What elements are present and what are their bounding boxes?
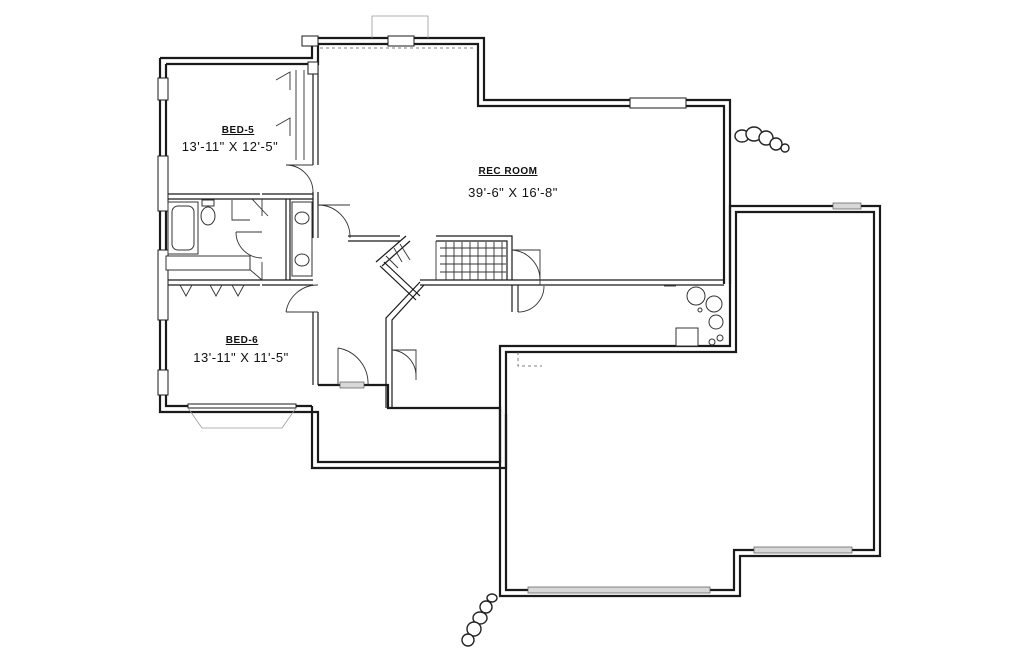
room-label-bed-5: BED-5 (221, 125, 255, 136)
bathroom-fixtures (165, 199, 313, 277)
windows (157, 35, 687, 409)
room-dimensions-bed-6: 13'-11" X 11'-5" (193, 350, 289, 365)
shrubs (461, 126, 790, 647)
dashed-outlines (187, 15, 542, 429)
exterior-walls (158, 36, 882, 598)
closet-doors (179, 70, 305, 297)
room-label-bed-6: BED-6 (225, 335, 259, 346)
room-dimensions-bed-5: 13'-11" X 12'-5" (181, 139, 279, 154)
hatched-openings (339, 202, 862, 594)
mechanical-fixtures (664, 285, 724, 347)
stairs (385, 241, 506, 280)
room-label-rec-room: REC ROOM (478, 166, 538, 177)
room-dimensions-rec-room: 39'-6" X 16'-8" (468, 185, 558, 200)
